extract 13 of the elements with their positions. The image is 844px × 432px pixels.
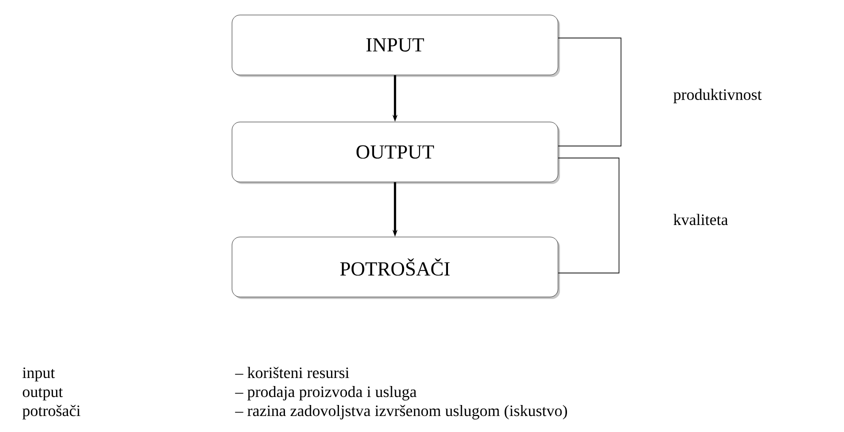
legend-text: output bbox=[22, 388, 63, 400]
process-box: INPUT bbox=[232, 14, 560, 77]
legend-text: input bbox=[22, 367, 55, 382]
edge-label: produktivnost bbox=[673, 88, 762, 104]
bracket-line bbox=[558, 158, 620, 274]
legend-text: – prodaja proizvoda i usluga bbox=[235, 386, 416, 400]
legend-text: – korišteni resursi bbox=[235, 366, 350, 378]
process-box: POTROŠAČI bbox=[232, 236, 560, 299]
legend-text: potrošači bbox=[22, 404, 80, 420]
process-box: OUTPUT bbox=[232, 122, 560, 184]
bracket-line bbox=[558, 38, 622, 146]
legend-text: – razina zadovoljstva izvršenom uslugom (iskustvo) bbox=[235, 404, 567, 420]
edge-label: kvaliteta bbox=[674, 214, 728, 226]
